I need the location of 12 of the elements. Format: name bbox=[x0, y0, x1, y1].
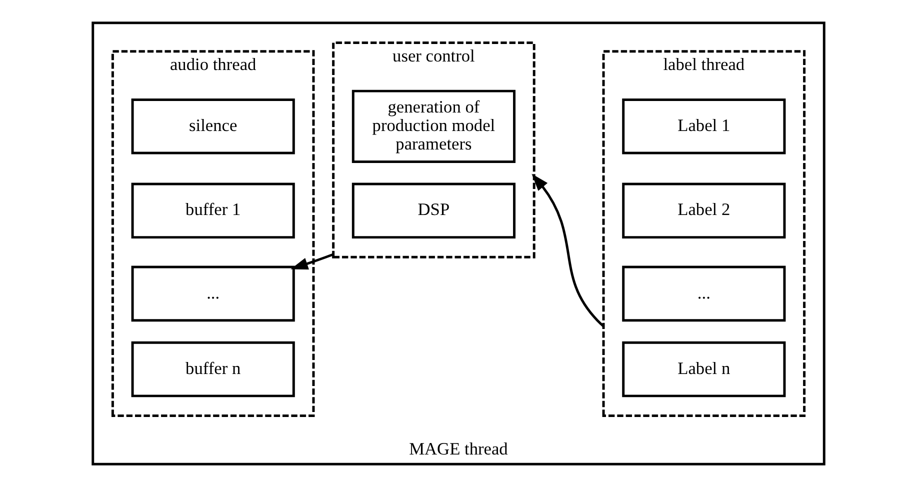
node-box: Label 2 bbox=[622, 182, 786, 239]
node-box: Label n bbox=[622, 341, 786, 398]
node-box: DSP bbox=[352, 182, 516, 239]
node-box: generation of production model parameters bbox=[352, 90, 516, 163]
node-box: ... bbox=[622, 266, 786, 322]
node-box: ... bbox=[131, 266, 295, 322]
node-box: Label 1 bbox=[622, 98, 786, 154]
node-box: buffer 1 bbox=[131, 182, 295, 239]
arrow bbox=[532, 174, 604, 328]
node-box: silence bbox=[131, 98, 295, 154]
node-box: buffer n bbox=[131, 341, 295, 398]
arrow bbox=[290, 253, 334, 270]
